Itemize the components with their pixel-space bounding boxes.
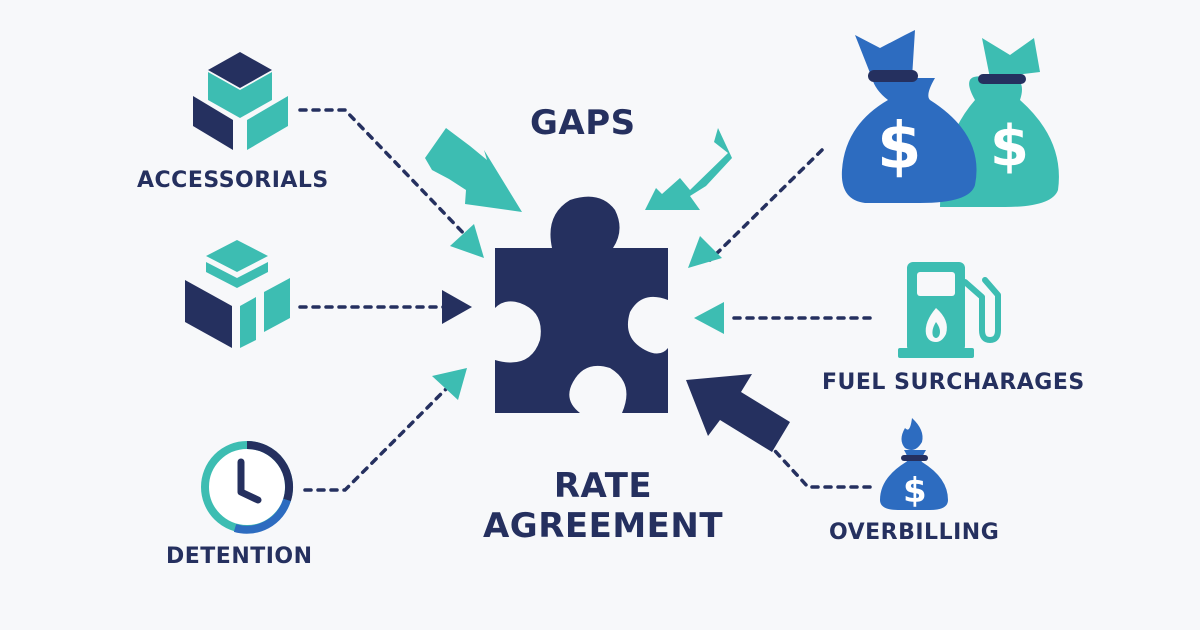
fuel-surcharges-label: FUEL SURCHARAGES <box>822 370 1085 395</box>
money-bag-flame-icon: $ <box>880 418 948 511</box>
svg-text:$: $ <box>990 114 1029 179</box>
accessorials-label: ACCESSORIALS <box>137 168 329 193</box>
money-bags-icon: $ $ <box>841 30 1059 207</box>
connector-money-bags <box>708 148 824 262</box>
detention-label: DETENTION <box>166 544 313 569</box>
gap-arrow-right <box>645 128 732 210</box>
connector-overbilling <box>763 438 872 489</box>
cube-icon <box>185 240 290 348</box>
rate-agreement-label: RATE AGREEMENT <box>470 466 736 546</box>
overbilling-arrow <box>686 374 790 452</box>
puzzle-piece-icon <box>495 196 668 413</box>
fuel-pump-icon <box>898 262 1001 358</box>
arrowhead-money-bags <box>688 236 722 268</box>
gaps-title: GAPS <box>530 103 636 143</box>
rate-agreement-line1: RATE <box>553 466 653 506</box>
gap-arrow-left <box>425 128 522 212</box>
arrowhead-middle-left <box>442 290 472 324</box>
arrowhead-detention <box>432 368 467 400</box>
arrowhead-accessorials <box>450 224 484 258</box>
stacked-cubes-icon <box>193 52 288 150</box>
connector-detention <box>303 383 452 492</box>
svg-text:$: $ <box>877 110 922 184</box>
svg-text:$: $ <box>903 471 927 511</box>
clock-icon <box>201 440 293 534</box>
rate-agreement-line2: AGREEMENT <box>482 506 724 546</box>
connector-accessorials <box>298 108 472 242</box>
arrowhead-fuel <box>694 302 724 334</box>
overbilling-label: OVERBILLING <box>829 520 1000 545</box>
